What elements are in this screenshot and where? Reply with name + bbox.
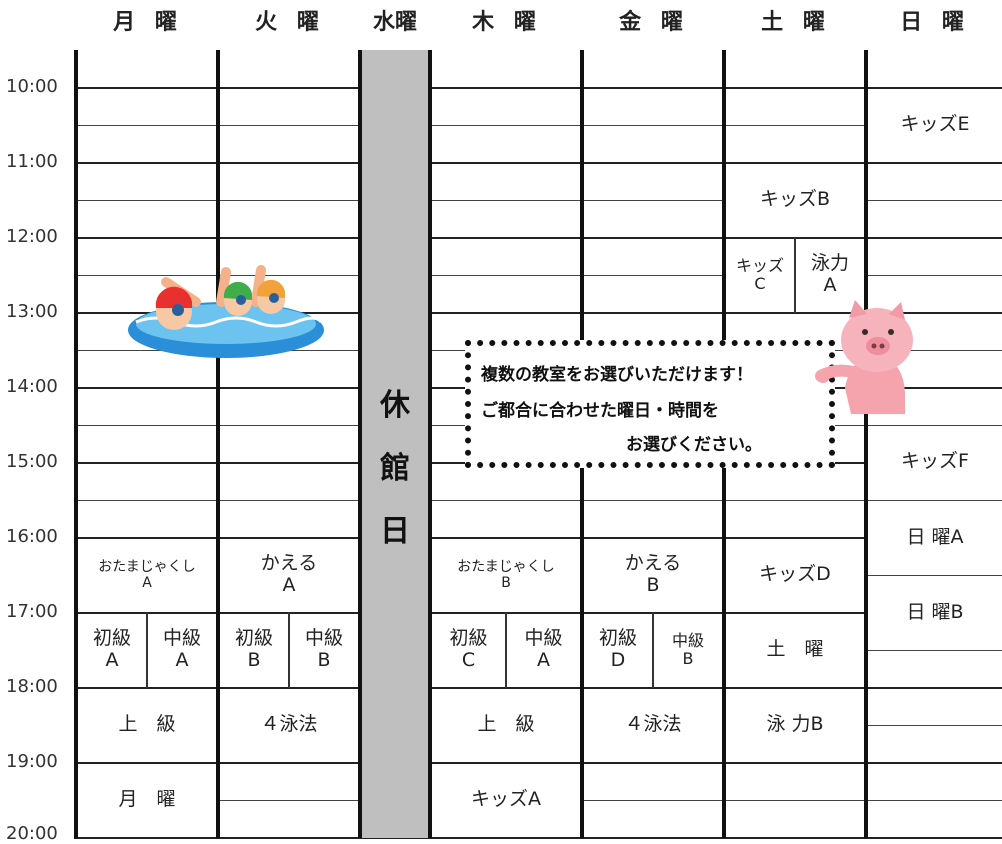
notice-box: 複数の教室をお選びいただけます！ ご都合に合わせた曜日・時間を お選びください。	[465, 340, 835, 468]
class-kids-d: キッズD	[726, 539, 864, 611]
time-label: 11:00	[6, 151, 58, 172]
closed-day-column	[362, 50, 428, 838]
class-kids-f: キッズF	[868, 426, 1002, 498]
time-label: 10:00	[6, 76, 58, 97]
swimmers-illustration	[126, 262, 326, 362]
class-beginner-c: 初級 C	[432, 614, 505, 686]
class-kids-a: キッズA	[432, 764, 580, 836]
class-advanced: 上 級	[78, 689, 216, 761]
cell-divider	[146, 612, 148, 688]
class-four-strokes: ４泳法	[584, 689, 722, 761]
class-intermediate-b: 中級 B	[290, 614, 358, 686]
notice-line-2: ご都合に合わせた曜日・時間を	[481, 401, 719, 421]
day-header-thu: 木 曜	[472, 10, 542, 35]
half-hour-line	[74, 200, 1002, 201]
hour-line	[74, 312, 1002, 314]
closed-day-char: 休	[380, 388, 410, 423]
hour-line	[74, 837, 1002, 839]
class-frog-b: かえる B	[584, 539, 722, 611]
class-kids-e: キッズE	[868, 89, 1002, 161]
cell-divider	[652, 612, 654, 688]
class-sunday-a: 日 曜A	[868, 502, 1002, 574]
time-label: 17:00	[6, 601, 58, 622]
class-beginner-d: 初級 D	[584, 614, 652, 686]
time-label: 13:00	[6, 301, 58, 322]
class-intermediate-b: 中級 B	[654, 614, 722, 686]
pig-mascot-illustration	[815, 298, 925, 416]
time-label: 14:00	[6, 376, 58, 397]
class-beginner-b: 初級 B	[220, 614, 288, 686]
class-kids-c: キッズ C	[726, 239, 794, 311]
hour-line	[74, 537, 1002, 539]
time-label: 20:00	[6, 823, 58, 844]
class-four-strokes: ４泳法	[220, 689, 358, 761]
hour-line	[74, 237, 1002, 239]
day-header-sun: 日 曜	[900, 10, 970, 35]
column-divider	[216, 50, 220, 838]
cell-divider	[288, 612, 290, 688]
day-header-fri: 金 曜	[619, 10, 689, 35]
notice-line-1: 複数の教室をお選びいただけます！	[481, 365, 753, 385]
class-monday: 月 曜	[78, 764, 216, 836]
column-divider	[358, 50, 362, 838]
hour-line	[74, 762, 1002, 764]
column-divider	[74, 50, 78, 838]
day-header-mon: 月 曜	[113, 10, 183, 35]
hour-line	[74, 87, 1002, 89]
day-header-tue: 火 曜	[255, 10, 325, 35]
time-label: 15:00	[6, 451, 58, 472]
hour-line	[74, 687, 1002, 689]
hour-line	[74, 162, 1002, 164]
day-header-wed: 水曜	[372, 10, 417, 35]
class-tadpole-a: おたまじゃくし A	[78, 539, 216, 611]
class-intermediate-a: 中級 A	[148, 614, 216, 686]
day-header-sat: 土 曜	[761, 10, 831, 35]
notice-line-3: お選びください。	[626, 435, 762, 455]
class-sunday-b: 日 曜B	[868, 577, 1002, 649]
class-swim-a: 泳力 A	[796, 239, 864, 311]
column-divider	[428, 50, 432, 838]
closed-day-char: 館	[380, 451, 410, 486]
class-kids-b: キッズB	[726, 164, 864, 236]
time-label: 16:00	[6, 526, 58, 547]
class-beginner-a: 初級 A	[78, 614, 146, 686]
class-intermediate-a: 中級 A	[507, 614, 580, 686]
cell-divider	[794, 237, 796, 313]
half-hour-line	[74, 275, 1002, 276]
class-swim-b: 泳 力B	[726, 689, 864, 761]
cell-divider	[505, 612, 507, 688]
column-divider	[864, 50, 868, 838]
hour-line	[74, 612, 1002, 614]
time-label: 18:00	[6, 676, 58, 697]
closed-day-char: 日	[380, 514, 410, 549]
class-frog-a: かえる A	[220, 539, 358, 611]
class-tadpole-b: おたまじゃくし B	[432, 539, 580, 611]
time-label: 19:00	[6, 751, 58, 772]
class-saturday: 土 曜	[726, 614, 864, 686]
time-label: 12:00	[6, 226, 58, 247]
class-advanced: 上 級	[432, 689, 580, 761]
half-hour-line	[74, 500, 1002, 501]
half-hour-line	[74, 125, 1002, 126]
